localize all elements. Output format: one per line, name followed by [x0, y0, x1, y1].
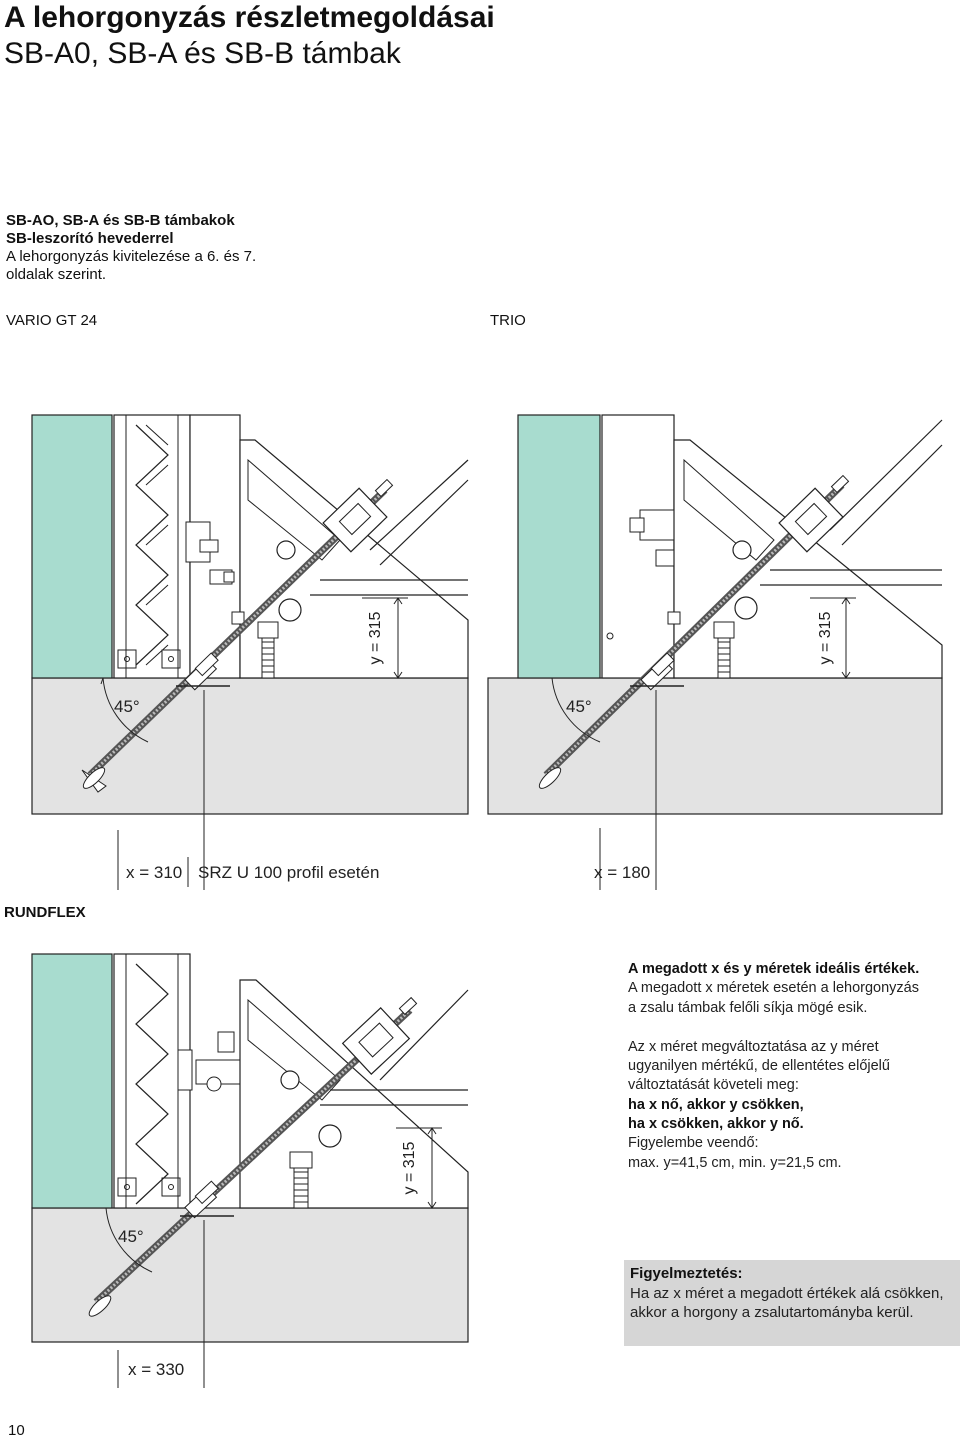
y-dimension-label: y = 315	[817, 611, 834, 664]
section-label-vario: VARIO GT 24	[6, 312, 98, 329]
diagram-trio: 45° y = 315	[487, 414, 943, 890]
angle-label: 45°	[114, 697, 140, 716]
info-rule-2: ha x csökken, akkor y nő.	[628, 1116, 804, 1133]
info-text: A megadott x és y méretek ideális értéke…	[628, 960, 928, 1173]
page-number: 10	[8, 1422, 25, 1439]
angle-arc	[105, 1207, 153, 1273]
angle-label: 45°	[118, 1227, 144, 1246]
warning-title: Figyelmeztetés:	[630, 1265, 743, 1282]
info-limits: max. y=41,5 cm, min. y=21,5 cm.	[628, 1154, 842, 1171]
x-dimension-vario-note: SRZ U 100 profil esetén	[198, 863, 380, 882]
wall-panel	[31, 953, 113, 1209]
formwork-column	[113, 414, 191, 679]
brace-frame	[239, 979, 469, 1209]
info-note-title: Figyelembe veendő:	[628, 1135, 759, 1152]
x-dimension-rundflex: x = 330	[128, 1360, 185, 1379]
info-change-rule: Az x méret megváltoztatása az y méret ug…	[628, 1038, 890, 1094]
info-rule-1: ha x nő, akkor y csökken,	[628, 1096, 804, 1113]
warning-text: Ha az x méret a megadott értékek alá csö…	[630, 1284, 944, 1322]
brace-frame	[673, 439, 943, 679]
info-anchor-position: A megadott x méretek esetén a lehorgonyz…	[628, 980, 919, 1016]
dimension-bars-top	[117, 857, 657, 887]
section-label-trio: TRIO	[490, 312, 526, 329]
page-subtitle: SB-A0, SB-A és SB-B támbak	[4, 37, 401, 70]
intro-note: SB-AO, SB-A és SB-B támbakok SB-leszorít…	[6, 212, 256, 284]
diagram-vario: 45° y = 315	[31, 414, 469, 890]
y-dimension-label: y = 315	[367, 611, 384, 664]
intro-line-1: SB-AO, SB-A és SB-B támbakok	[6, 212, 235, 229]
concrete-slab	[31, 1207, 469, 1343]
x-dimension-trio: x = 180	[594, 863, 651, 882]
y-dimension-label: y = 315	[401, 1141, 418, 1194]
intro-line-4: oldalak szerint.	[6, 266, 107, 283]
angle-label: 45°	[566, 697, 592, 716]
formwork-column	[113, 953, 191, 1209]
concrete-slab	[487, 677, 943, 815]
info-ideal-values: A megadott x és y méretek ideális értéke…	[628, 961, 920, 977]
angle-arc	[102, 677, 149, 743]
angle-arc	[551, 677, 601, 743]
formwork-frame	[601, 414, 675, 679]
page-title: A lehorgonyzás részletmegoldásai	[4, 1, 495, 34]
section-label-rundflex: RUNDFLEX	[4, 904, 86, 921]
wall-panel	[517, 414, 601, 679]
wall-panel	[31, 414, 113, 679]
warning-box: Figyelmeztetés: Ha az x méret a megadott…	[624, 1260, 960, 1346]
intro-line-3: A lehorgonyzás kivitelezése a 6. és 7.	[6, 248, 257, 265]
concrete-slab	[31, 677, 469, 815]
x-dimension-vario: x = 310	[126, 863, 183, 882]
intro-line-2: SB-leszorító hevederrel	[6, 230, 174, 247]
diagram-rundflex: 45° y = 315	[31, 953, 469, 1388]
